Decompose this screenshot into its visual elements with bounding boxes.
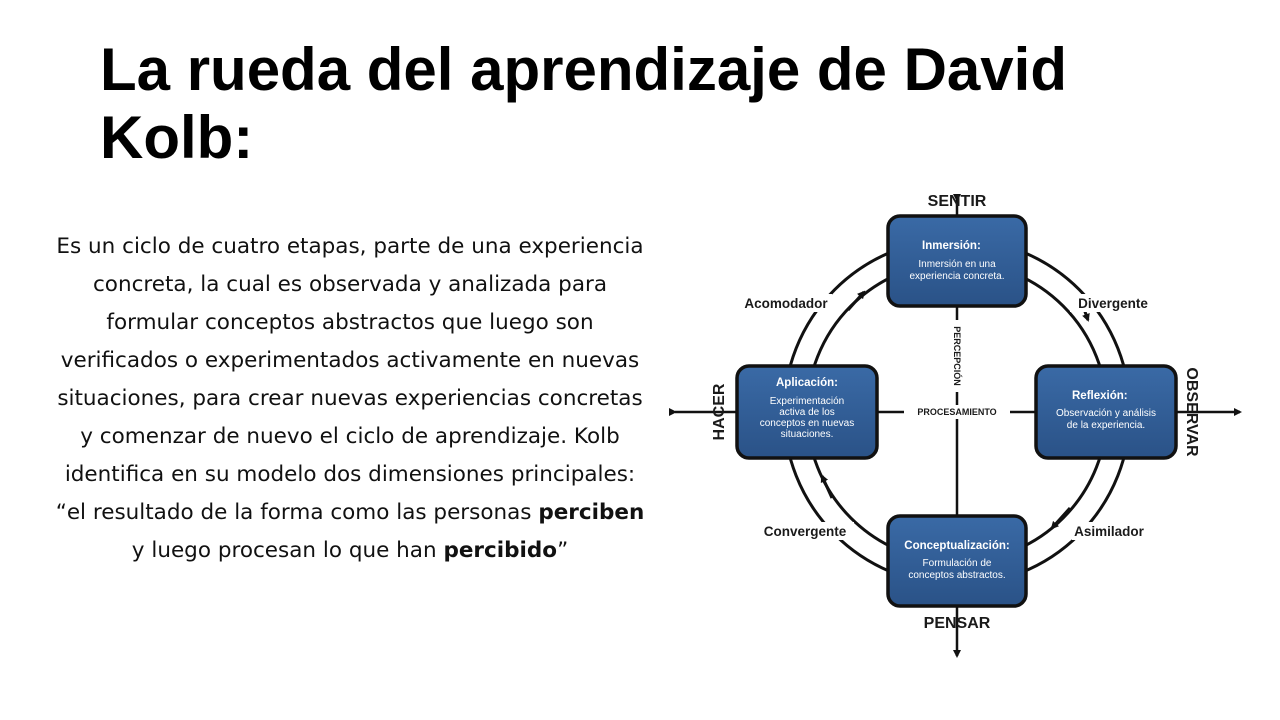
body-text-part-2: y luego procesan lo que han: [131, 538, 444, 563]
stage-text-inmersion-1: Inmersión en una: [918, 259, 996, 270]
stage-text-reflexion-2: de la experiencia.: [1067, 420, 1145, 431]
axis-label-percepcion: PERCEPCIÓN: [952, 326, 963, 386]
stage-text-aplicacion-3: conceptos en nuevas: [760, 418, 855, 429]
body-text-part-3: ”: [557, 538, 569, 563]
slide-title: La rueda del aprendizaje de David Kolb:: [100, 36, 1067, 171]
stage-box-inmersion: Inmersión: Inmersión en una experiencia …: [886, 214, 1028, 308]
style-label-asimilador: Asimilador: [1074, 524, 1145, 539]
cycle-arrow-top-left: [846, 290, 866, 311]
style-label-divergente: Divergente: [1078, 296, 1148, 311]
style-label-acomodador: Acomodador: [744, 296, 828, 311]
stage-box-conceptualizacion: Conceptualización: Formulación de concep…: [886, 514, 1028, 608]
stage-title-aplicacion: Aplicación:: [776, 377, 838, 389]
pole-label-hacer: HACER: [711, 383, 728, 440]
stage-box-reflexion: Reflexión: Observación y análisis de la …: [1034, 364, 1178, 460]
pole-label-observar: OBSERVAR: [1183, 367, 1200, 457]
body-bold-percibido: percibido: [443, 538, 558, 563]
stage-text-inmersion-2: experiencia concreta.: [909, 271, 1004, 282]
stage-title-conceptualizacion: Conceptualización:: [904, 540, 1009, 552]
stage-text-conceptualizacion-2: conceptos abstractos.: [908, 570, 1005, 581]
stage-text-aplicacion-1: Experimentación: [770, 396, 844, 407]
stage-text-reflexion-1: Observación y análisis: [1056, 408, 1156, 419]
cycle-arrow-bottom-left: [820, 474, 834, 499]
stage-text-aplicacion-2: activa de los: [779, 407, 835, 418]
cycle-arrow-bottom-right: [1050, 506, 1072, 530]
body-paragraph: Es un ciclo de cuatro etapas, parte de u…: [50, 228, 650, 570]
stage-text-aplicacion-4: situaciones.: [781, 429, 834, 440]
stage-box-aplicacion: Aplicación: Experimentación activa de lo…: [735, 364, 879, 460]
kolb-learning-cycle-diagram: PROCESAMIENTO PERCEPCIÓN SENTIR PENSAR H…: [669, 193, 1242, 658]
stage-text-conceptualizacion-1: Formulación de: [923, 558, 992, 569]
stage-title-inmersion: Inmersión:: [922, 240, 981, 252]
pole-label-pensar: PENSAR: [924, 615, 991, 632]
stage-title-reflexion: Reflexión:: [1072, 390, 1128, 402]
axis-label-procesamiento: PROCESAMIENTO: [917, 407, 996, 417]
body-text-part-1: Es un ciclo de cuatro etapas, parte de u…: [55, 234, 644, 525]
pole-label-sentir: SENTIR: [928, 193, 987, 210]
style-label-convergente: Convergente: [764, 524, 847, 539]
body-bold-perciben: perciben: [538, 500, 645, 525]
